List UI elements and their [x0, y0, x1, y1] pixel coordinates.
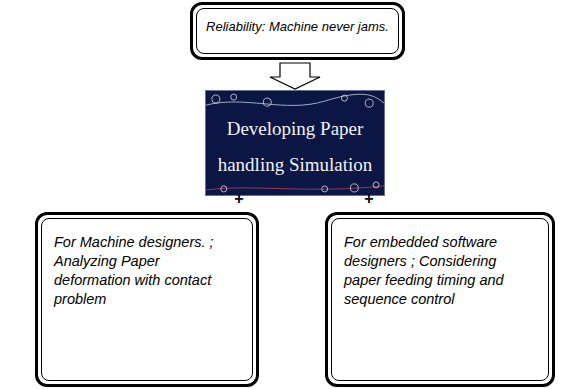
box-text: For embedded software designers ; Consid… [344, 233, 536, 308]
machine-designer-box: For Machine designers. ; Analyzing Paper… [35, 212, 259, 387]
simulation-banner: Developing Paper handling Simulation [205, 90, 385, 196]
box-text: For Machine designers. ; Analyzing Paper… [54, 233, 240, 308]
banner-title: Developing Paper handling Simulation [206, 91, 384, 189]
block-arrow [270, 63, 320, 89]
inner-border: For embedded software designers ; Consid… [331, 218, 549, 381]
plus-sign: + [364, 190, 373, 208]
plus-sign: + [234, 190, 243, 208]
inner-border: Reliability: Machine never jams. [196, 8, 399, 54]
goal-box: Reliability: Machine never jams. [190, 2, 405, 60]
box-text: Reliability: Machine never jams. [205, 19, 390, 36]
decorative-curves [206, 91, 384, 195]
software-designer-box: For embedded software designers ; Consid… [325, 212, 555, 387]
inner-border: For Machine designers. ; Analyzing Paper… [41, 218, 253, 381]
